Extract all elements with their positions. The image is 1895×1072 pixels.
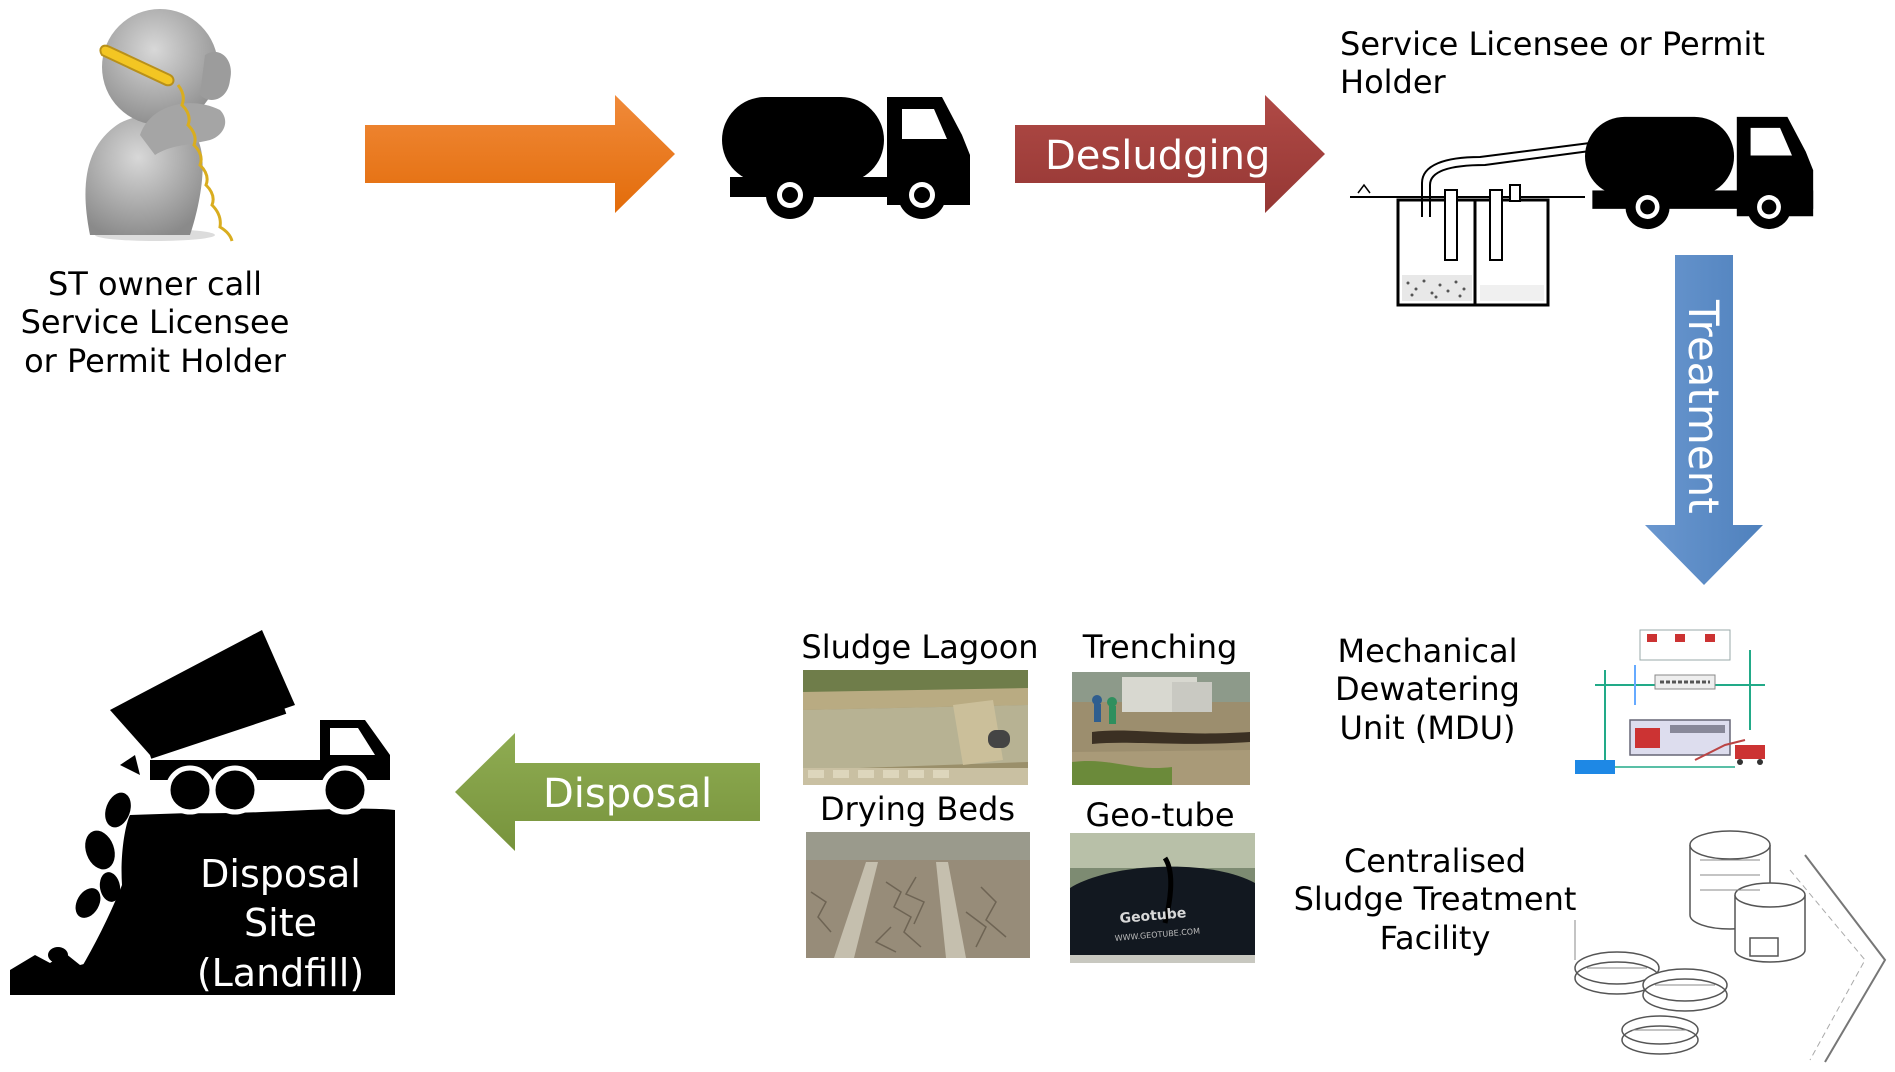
service-truck-icon xyxy=(1585,116,1814,230)
orange-arrow-right xyxy=(365,95,675,213)
geo-tube-label: Geo-tube xyxy=(1085,796,1235,834)
disposal-arrow-label: Disposal xyxy=(543,771,712,817)
drying-beds-label: Drying Beds xyxy=(819,790,1015,828)
treatment-arrow: Treatment xyxy=(1645,255,1763,585)
mdu-schematic xyxy=(1575,629,1765,774)
cstf-label: Centralised Sludge Treatment Facility xyxy=(1293,842,1577,957)
caller-label: ST owner call Service Licensee or Permit… xyxy=(20,265,290,380)
treatment-facility-drawing xyxy=(1574,830,1887,1063)
geo-tube-photo: Geotube WWW.GEOTUBE.COM xyxy=(1070,833,1255,963)
top-right-title: Service Licensee or Permit Holder xyxy=(1340,25,1765,102)
trenching-photo xyxy=(1072,672,1250,785)
trenching-label: Trenching xyxy=(1082,628,1238,666)
sludge-lagoon-photo xyxy=(803,670,1028,785)
geotube-print-text: Geotube xyxy=(1119,905,1187,927)
desludging-arrow-label: Desludging xyxy=(1045,133,1270,179)
septic-tank-drawing xyxy=(1350,142,1591,307)
treatment-arrow-label: Treatment xyxy=(1679,299,1728,514)
drying-beds-photo xyxy=(806,832,1030,958)
landfill-label: Disposal Site (Landfill) xyxy=(196,852,365,995)
disposal-arrow: Disposal xyxy=(455,733,760,851)
tanker-truck-icon xyxy=(722,97,970,219)
mdu-label: Mechanical Dewatering Unit (MDU) xyxy=(1335,632,1520,747)
desludging-arrow: Desludging xyxy=(1015,95,1325,213)
landfill-dump-truck-icon xyxy=(10,630,395,995)
sludge-lagoon-label: Sludge Lagoon xyxy=(801,628,1039,666)
person-on-phone-icon xyxy=(85,9,234,242)
